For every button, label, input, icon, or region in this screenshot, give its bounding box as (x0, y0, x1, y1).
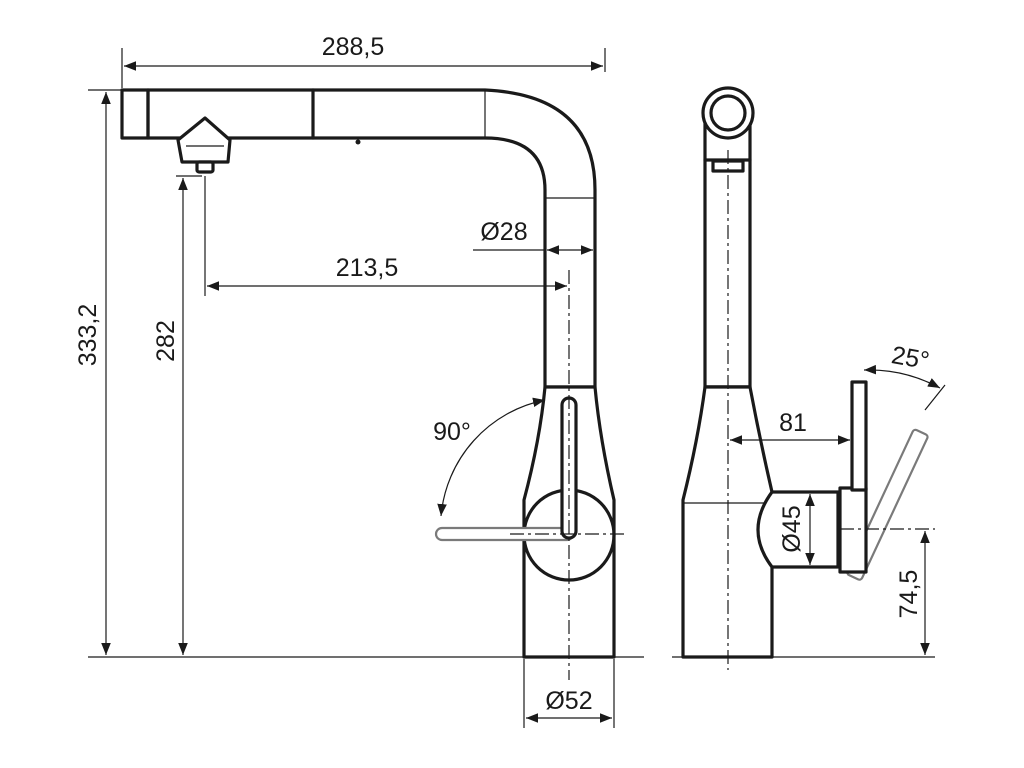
side-lever (850, 380, 868, 492)
dim-lever-axis-height-label: 74,5 (895, 570, 923, 619)
side-lever-mount (838, 486, 868, 574)
dim-handle-rotation-label: 90° (433, 418, 471, 446)
dim-lever-offset-label: 81 (779, 409, 807, 437)
front-handle-ghost (434, 526, 575, 542)
dim-handle-rotation-arc (437, 397, 546, 517)
front-nozzle-tip (195, 160, 215, 174)
dim-base-diameter-label: Ø52 (545, 687, 592, 715)
front-nozzle-head (176, 116, 232, 164)
dim-reach-label: 213,5 (336, 254, 399, 282)
dim-total-height-label: 333,2 (74, 304, 102, 367)
dim-overall-width-label: 288,5 (322, 33, 385, 61)
dim-spout-height-label: 282 (152, 320, 180, 362)
dim-handle-tilt-label: 25° (889, 341, 931, 375)
side-spout-inner (709, 94, 747, 132)
dim-body-diameter-label: Ø45 (778, 505, 806, 552)
dim-spout-diameter-label: Ø28 (480, 218, 527, 246)
front-spout-endcap (120, 88, 150, 140)
dimension-annotations: 288,5 333,2 282 213,5 Ø28 90° Ø52 25° 81 (74, 33, 946, 728)
front-spout-dot (355, 139, 361, 145)
front-view (120, 88, 625, 680)
front-handle-lever (560, 396, 578, 540)
dim-handle-tilt-arc (863, 364, 941, 389)
front-spout-outline (146, 88, 597, 389)
side-view (681, 86, 935, 670)
